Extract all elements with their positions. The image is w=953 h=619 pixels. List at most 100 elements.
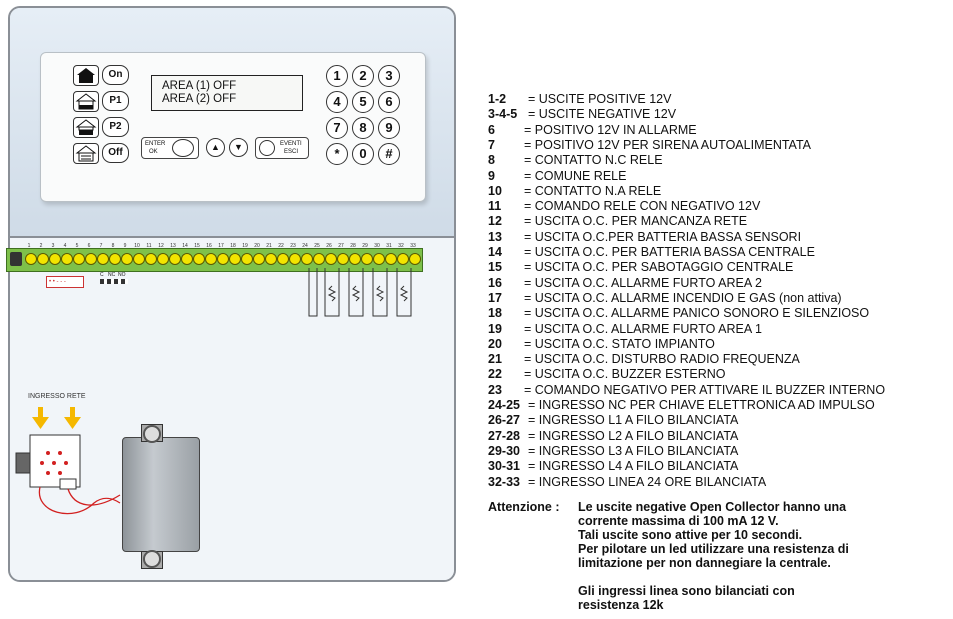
terminal-number: 24 <box>302 243 308 249</box>
transformer <box>122 424 200 569</box>
terminal-number: 18 <box>230 243 236 249</box>
key-2[interactable]: 2 <box>352 65 374 87</box>
legend-description: = USCITA O.C. PER MANCANZA RETE <box>524 214 748 229</box>
terminal-screw-icon <box>121 253 133 265</box>
key-hash[interactable]: # <box>378 143 400 165</box>
relay-label-no: NO <box>118 272 126 278</box>
mains-connector <box>15 407 121 515</box>
area-button-on[interactable]: On <box>73 65 131 86</box>
note-line-3: Tali uscite sono attive per 10 secondi. <box>578 528 803 542</box>
legend-description: = CONTATTO N.A RELE <box>524 183 662 198</box>
key-0[interactable]: 0 <box>352 143 374 165</box>
arrow-down-button[interactable]: ▼ <box>229 138 248 157</box>
legend-description: = USCITA O.C. DISTURBO RADIO FREQUENZA <box>524 352 800 367</box>
terminal-number: 16 <box>206 243 212 249</box>
legend-description: = COMANDO RELE CON NEGATIVO 12V <box>524 199 761 214</box>
legend-description: = USCITA O.C. ALLARME FURTO AREA 2 <box>524 275 762 290</box>
key-6[interactable]: 6 <box>378 91 400 113</box>
terminal-number: 27 <box>338 243 344 249</box>
balanced-note-line-2: resistenza 12k <box>578 598 664 612</box>
key-star[interactable]: * <box>326 143 348 165</box>
enter-ok-button[interactable]: ENTER OK <box>141 137 199 159</box>
balanced-note-line-1: Gli ingressi linea sono bilanciati con <box>578 584 795 598</box>
terminal-screw-icon <box>205 253 217 265</box>
terminal-number: 1 <box>27 243 31 249</box>
legend-description: = COMANDO NEGATIVO PER ATTIVARE IL BUZZE… <box>524 382 886 397</box>
terminal-screw-icon <box>277 253 289 265</box>
terminal-number: 32 <box>398 243 404 249</box>
area-button-p1[interactable]: P1 <box>73 91 131 112</box>
terminal-screw-icon <box>265 253 277 265</box>
legend-terminal-number: 7 <box>488 137 495 152</box>
key-1[interactable]: 1 <box>326 65 348 87</box>
legend-terminal-number: 17 <box>488 290 502 305</box>
terminal-number: 6 <box>87 243 91 249</box>
terminal-number: 14 <box>182 243 188 249</box>
legend-terminal-number: 18 <box>488 306 502 321</box>
enter-icon <box>172 139 194 157</box>
terminal-number: 25 <box>314 243 320 249</box>
key-8[interactable]: 8 <box>352 117 374 139</box>
terminal-number: 29 <box>362 243 368 249</box>
area-button-off[interactable]: Off <box>73 143 131 164</box>
terminal-number: 30 <box>374 243 380 249</box>
key-4[interactable]: 4 <box>326 91 348 113</box>
house-armed-icon <box>73 65 99 86</box>
legend-description: = INGRESSO NC PER CHIAVE ELETTRONICA AD … <box>528 398 875 412</box>
relay-jumpers: C NC NO <box>100 272 132 286</box>
lcd-line-2: AREA (2) OFF <box>162 93 237 105</box>
relay-label-nc: NC <box>108 272 116 278</box>
terminal-number: 3 <box>51 243 55 249</box>
key-5[interactable]: 5 <box>352 91 374 113</box>
terminal-number: 21 <box>266 243 272 249</box>
terminal-screw-icon <box>133 253 145 265</box>
area-button-p2[interactable]: P2 <box>73 117 131 138</box>
ok-label: OK <box>149 149 158 155</box>
eventi-label: EVENTI <box>280 141 302 147</box>
terminal-number: 7 <box>99 243 103 249</box>
legend-terminal-number: 6 <box>488 122 495 137</box>
key-7[interactable]: 7 <box>326 117 348 139</box>
legend-terminal-number: 19 <box>488 321 502 336</box>
legend-description: = INGRESSO L4 A FILO BILANCIATA <box>528 459 739 474</box>
legend-terminal-number: 14 <box>488 245 502 259</box>
key-3[interactable]: 3 <box>378 65 400 87</box>
terminal-number: 22 <box>278 243 284 249</box>
panel-cover: On P1 P2 Off AREA <box>10 8 454 238</box>
terminal-screw-icon <box>409 253 421 265</box>
legend-terminal-number: 9 <box>488 168 495 183</box>
attention-label: Attenzione : <box>488 500 560 514</box>
legend-terminal-number: 24-25 <box>488 398 520 412</box>
lcd-display: AREA (1) OFF AREA (2) OFF <box>151 75 303 111</box>
legend-description: = USCITE POSITIVE 12V <box>528 92 672 106</box>
terminal-screw-icon <box>193 253 205 265</box>
eventi-esci-button[interactable]: EVENTI ESCI <box>255 137 309 159</box>
key-9[interactable]: 9 <box>378 117 400 139</box>
legend-terminal-number: 26-27 <box>488 413 520 428</box>
legend-terminal-number: 32-33 <box>488 474 520 489</box>
terminal-number: 5 <box>75 243 79 249</box>
legend-description: = USCITA O.C. ALLARME PANICO SONORO E SI… <box>524 306 870 321</box>
legend-description: = INGRESSO L2 A FILO BILANCIATA <box>528 428 739 443</box>
relay-label-c: C <box>100 272 104 278</box>
terminal-screw-icon <box>37 253 49 265</box>
terminal-number: 31 <box>386 243 392 249</box>
area-key-label: On <box>102 65 129 85</box>
terminal-number: 26 <box>326 243 332 249</box>
arrow-up-button[interactable]: ▲ <box>206 138 225 157</box>
terminal-number: 19 <box>242 243 248 249</box>
terminal-screw-icon <box>337 253 349 265</box>
terminal-screw-icon <box>361 253 373 265</box>
terminal-number: 23 <box>290 243 296 249</box>
circuit-board-area <box>10 238 454 580</box>
note-line-1: Le uscite negative Open Collector hanno … <box>578 500 847 514</box>
legend-description: = POSITIVO 12V PER SIRENA AUTOALIMENTATA <box>524 137 812 152</box>
terminal-screw-icon <box>397 253 409 265</box>
legend-terminal-number: 27-28 <box>488 428 520 443</box>
terminal-screw-icon <box>217 253 229 265</box>
terminal-screw-icon <box>289 253 301 265</box>
legend-terminal-number: 11 <box>488 199 502 214</box>
terminal-strip <box>6 248 423 272</box>
area-key-label: P1 <box>102 91 129 111</box>
legend-description: = POSITIVO 12V IN ALLARME <box>524 122 697 137</box>
